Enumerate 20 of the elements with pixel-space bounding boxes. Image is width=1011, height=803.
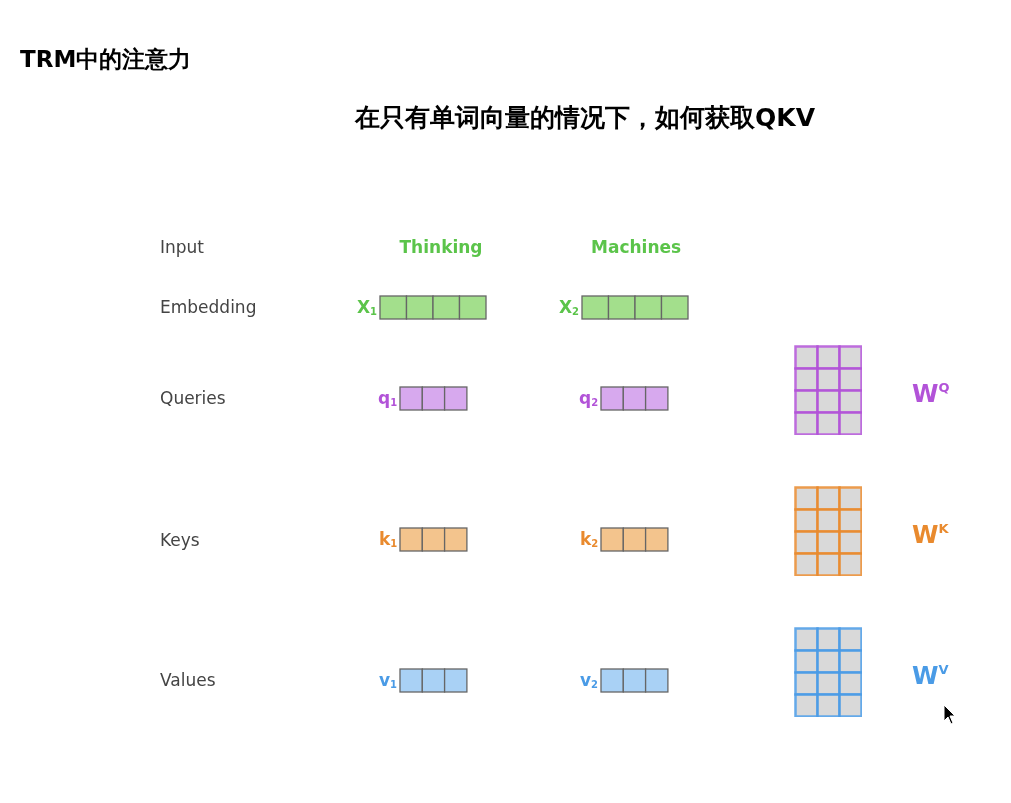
- vector-label: k$_{2}$: [580, 529, 599, 549]
- word-label: Thinking: [399, 237, 483, 257]
- row-label: Queries: [160, 388, 226, 408]
- subtitle: 在只有单词向量的情况下，如何获取QKV: [355, 101, 815, 134]
- row-label: Embedding: [160, 297, 257, 317]
- word-label: Machines: [591, 237, 682, 257]
- matrix-label: W$^{V}$: [912, 662, 949, 690]
- matrix-label: W$^{K}$: [912, 521, 949, 549]
- matrix-label: W$^{Q}$: [912, 380, 950, 408]
- title: TRM中的注意力: [20, 45, 192, 74]
- vector-label: k$_{1}$: [379, 529, 398, 549]
- vector-label: q$_{2}$: [579, 388, 599, 408]
- vector-label: v$_{2}$: [580, 670, 599, 690]
- row-label: Keys: [160, 530, 200, 550]
- row-label: Input: [160, 237, 205, 257]
- vector-label: X$_{1}$: [357, 297, 378, 317]
- row-label: Values: [160, 670, 216, 690]
- vector-label: v$_{1}$: [379, 670, 398, 690]
- vector-label: X$_{2}$: [559, 297, 580, 317]
- vector-label: q$_{1}$: [378, 388, 398, 408]
